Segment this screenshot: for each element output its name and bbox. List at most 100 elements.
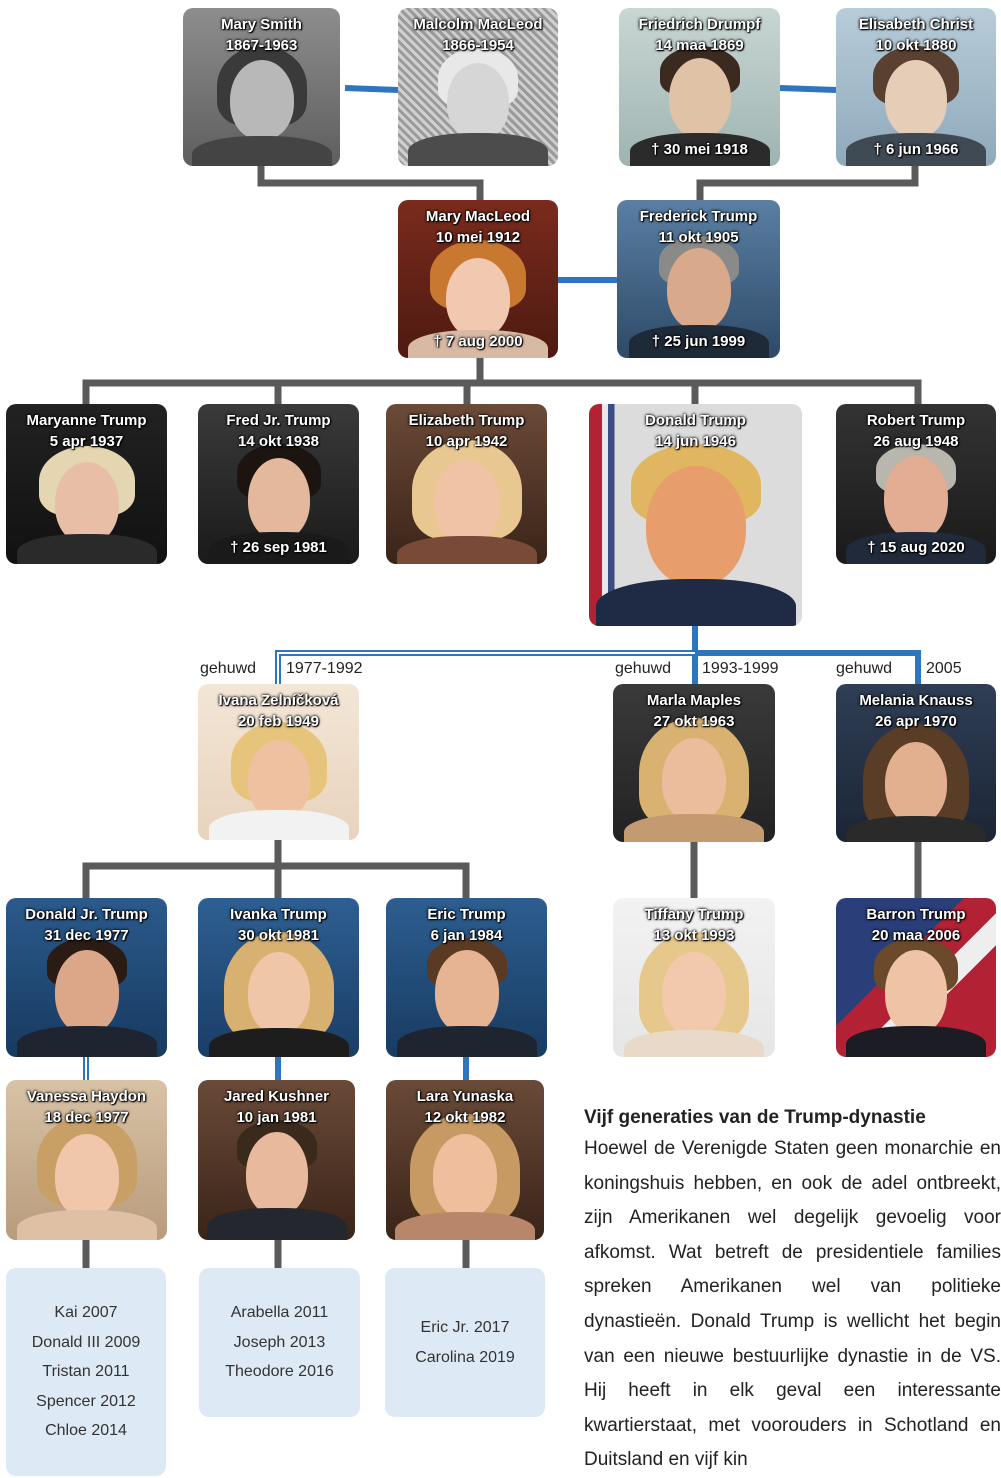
card-vanessa-haydon: Vanessa Haydon 18 dec 1977	[6, 1080, 167, 1240]
grandchild-item: Spencer 2012	[36, 1392, 136, 1410]
card-lara-yunaska: Lara Yunaska 12 okt 1982	[386, 1080, 544, 1240]
person-dates: 26 apr 1970	[875, 713, 957, 730]
card-friedrich-drumpf: Friedrich Drumpf 14 maa 1869 † 30 mei 19…	[619, 8, 780, 166]
person-dates: 1866-1954	[442, 37, 514, 54]
card-jared-kushner: Jared Kushner 10 jan 1981	[198, 1080, 355, 1240]
card-ivana: Ivana Zelníčková 20 feb 1949	[198, 684, 359, 840]
person-dates: 27 okt 1963	[653, 713, 735, 730]
grandchild-item: Eric Jr. 2017	[420, 1319, 510, 1336]
person-name: Eric Trump	[427, 906, 506, 923]
card-donald-jr: Donald Jr. Trump 31 dec 1977	[6, 898, 167, 1057]
marriage-label-marla: gehuwd	[615, 659, 671, 679]
grandchild-item: Chloe 2014	[45, 1422, 127, 1440]
person-death: † 15 aug 2020	[867, 539, 965, 556]
marriage-word: gehuwd	[200, 660, 257, 677]
marriage-word: gehuwd	[836, 660, 893, 677]
person-dates: 18 dec 1977	[44, 1109, 129, 1126]
person-name: Elisabeth Christ	[858, 16, 974, 33]
grandchildren-donald-jr: Kai 2007 Donald III 2009 Tristan 2011 Sp…	[6, 1268, 166, 1476]
person-dates: 14 okt 1938	[238, 433, 319, 450]
person-name: Mary MacLeod	[425, 208, 531, 225]
person-death: † 7 aug 2000	[433, 333, 523, 350]
person-dates: 1867-1963	[225, 37, 298, 54]
card-eric-trump: Eric Trump 6 jan 1984	[386, 898, 547, 1057]
person-dates: 10 apr 1942	[425, 433, 508, 450]
article-title: Vijf generaties van de Trump-dynastie	[584, 1107, 926, 1128]
card-tiffany-trump: Tiffany Trump 13 okt 1993	[613, 898, 775, 1057]
person-death: † 25 jun 1999	[651, 333, 746, 350]
person-dates: 12 okt 1982	[424, 1109, 506, 1126]
person-dates: 10 okt 1880	[875, 37, 957, 54]
grandchild-item: Tristan 2011	[42, 1363, 130, 1381]
person-name: Lara Yunaska	[416, 1088, 514, 1105]
person-name: Melania Knauss	[859, 692, 973, 709]
person-dates: 20 feb 1949	[238, 713, 319, 730]
grandchild-item: Theodore 2016	[225, 1363, 334, 1381]
person-dates: 14 jun 1946	[655, 433, 736, 450]
person-name: Jared Kushner	[223, 1088, 330, 1105]
person-name: Vanessa Haydon	[26, 1088, 147, 1105]
person-dates: 10 mei 1912	[435, 229, 521, 246]
person-name: Maryanne Trump	[26, 412, 147, 429]
card-melania-knauss: Melania Knauss 26 apr 1970	[836, 684, 996, 842]
person-death: † 26 sep 1981	[230, 539, 327, 556]
grandchild-item: Donald III 2009	[31, 1333, 141, 1351]
marriage-years-ivana: 1977-1992	[286, 659, 363, 679]
card-frederick-trump: Frederick Trump 11 okt 1905 † 25 jun 199…	[617, 200, 780, 358]
marriage-years: 1977-1992	[286, 660, 363, 677]
card-ivanka-trump: Ivanka Trump 30 okt 1981	[198, 898, 359, 1057]
grandchildren-eric: Eric Jr. 2017 Carolina 2019	[385, 1268, 545, 1417]
grandchild-item: Carolina 2019	[415, 1348, 515, 1366]
person-name: Barron Trump	[866, 906, 966, 923]
person-name: Malcolm MacLeod	[413, 16, 543, 33]
person-name: Donald Trump	[645, 412, 746, 429]
person-name: Robert Trump	[866, 412, 966, 429]
person-dates: 5 apr 1937	[49, 433, 124, 450]
person-dates: 31 dec 1977	[44, 927, 129, 944]
card-barron-trump: Barron Trump 20 maa 2006	[836, 898, 996, 1057]
marriage-years: 1993-1999	[702, 660, 779, 677]
person-name: Marla Maples	[646, 692, 742, 709]
marriage-years: 2005	[926, 660, 962, 677]
person-death: † 6 jun 1966	[873, 141, 959, 158]
person-name: Donald Jr. Trump	[25, 906, 148, 923]
marriage-years-marla: 1993-1999	[702, 659, 779, 679]
person-death: † 30 mei 1918	[651, 141, 748, 158]
person-dates: 14 maa 1869	[655, 37, 744, 54]
person-dates: 13 okt 1993	[653, 927, 735, 944]
card-donald-trump: Donald Trump 14 jun 1946	[589, 404, 802, 626]
person-dates: 6 jan 1984	[430, 927, 503, 944]
grandchild-item: Joseph 2013	[233, 1333, 326, 1351]
person-dates: 20 maa 2006	[871, 927, 961, 944]
person-dates: 30 okt 1981	[238, 927, 319, 944]
card-mary-macleod: Mary MacLeod 10 mei 1912 † 7 aug 2000	[398, 200, 558, 358]
card-marla-maples: Marla Maples 27 okt 1963	[613, 684, 775, 842]
card-malcolm-macleod: Malcolm MacLeod 1866-1954	[398, 8, 558, 166]
person-name: Friedrich Drumpf	[638, 16, 761, 33]
article: Vijf generaties van de Trump-dynastie Ho…	[584, 1106, 1001, 1478]
card-robert-trump: Robert Trump 26 aug 1948 † 15 aug 2020	[836, 404, 996, 564]
article-body: Hoewel de Verenigde Staten geen monar­ch…	[584, 1138, 1001, 1471]
card-maryanne-trump: Maryanne Trump 5 apr 1937	[6, 404, 167, 564]
person-name: Mary Smith	[221, 16, 302, 33]
person-dates: 11 okt 1905	[658, 229, 739, 246]
person-dates: 10 jan 1981	[236, 1109, 317, 1126]
person-name: Ivana Zelníčková	[218, 692, 339, 709]
card-elizabeth-trump: Elizabeth Trump 10 apr 1942	[386, 404, 547, 564]
card-elisabeth-christ: Elisabeth Christ 10 okt 1880 † 6 jun 196…	[836, 8, 996, 166]
card-fred-jr-trump: Fred Jr. Trump 14 okt 1938 † 26 sep 1981	[198, 404, 359, 564]
person-name: Frederick Trump	[639, 208, 758, 225]
grandchild-item: Arabella 2011	[230, 1304, 329, 1322]
person-name: Elizabeth Trump	[408, 412, 525, 429]
person-name: Fred Jr. Trump	[226, 412, 331, 429]
marriage-label-ivana: gehuwd	[200, 659, 256, 679]
person-name: Tiffany Trump	[644, 906, 744, 923]
card-mary-smith: Mary Smith 1867-1963	[183, 8, 340, 166]
grandchild-item: Kai 2007	[54, 1304, 118, 1322]
person-dates: 26 aug 1948	[873, 433, 959, 450]
person-name: Ivanka Trump	[230, 906, 327, 923]
marriage-label-melania: gehuwd	[836, 659, 892, 679]
marriage-word: gehuwd	[615, 660, 672, 677]
grandchildren-ivanka: Arabella 2011 Joseph 2013 Theodore 2016	[199, 1268, 360, 1417]
